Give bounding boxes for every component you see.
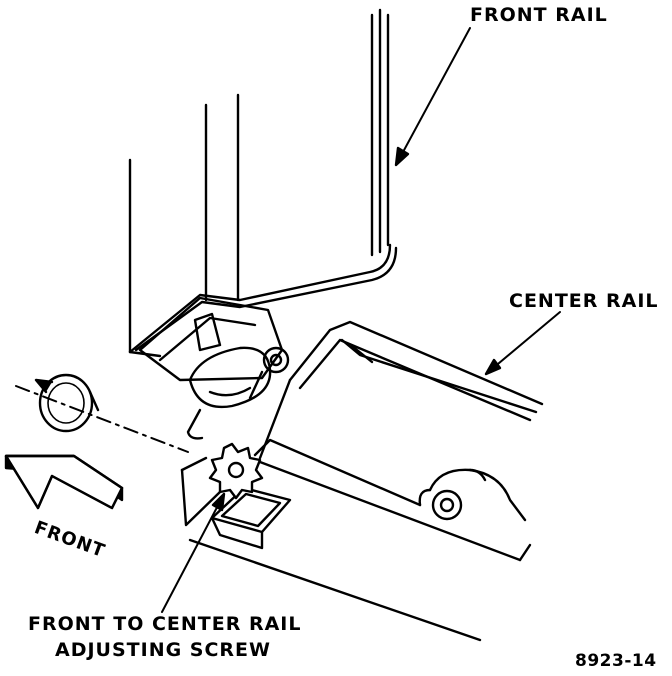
adjusting-screw-label-line1: FRONT TO CENTER RAIL [28, 613, 302, 635]
adjustment-axis [15, 385, 189, 453]
front-rail-label: FRONT RAIL [470, 4, 608, 26]
slot-block [210, 486, 292, 550]
mount-plate [180, 456, 224, 527]
rotation-arrow-icon [34, 373, 100, 433]
adjusting-screw [208, 442, 264, 500]
center-rail-label: CENTER RAIL [509, 290, 659, 312]
figure-number: 8923-14 [575, 651, 657, 671]
front-rail [128, 8, 398, 358]
front-arrow-icon [4, 454, 124, 510]
center-rail-leader [484, 311, 561, 376]
adjusting-screw-label-line2: ADJUSTING SCREW [55, 639, 271, 661]
center-rail [188, 320, 544, 642]
adjusting-screw-leader [161, 492, 226, 613]
front-rail-leader [394, 27, 471, 167]
hinge-bracket [138, 296, 290, 440]
